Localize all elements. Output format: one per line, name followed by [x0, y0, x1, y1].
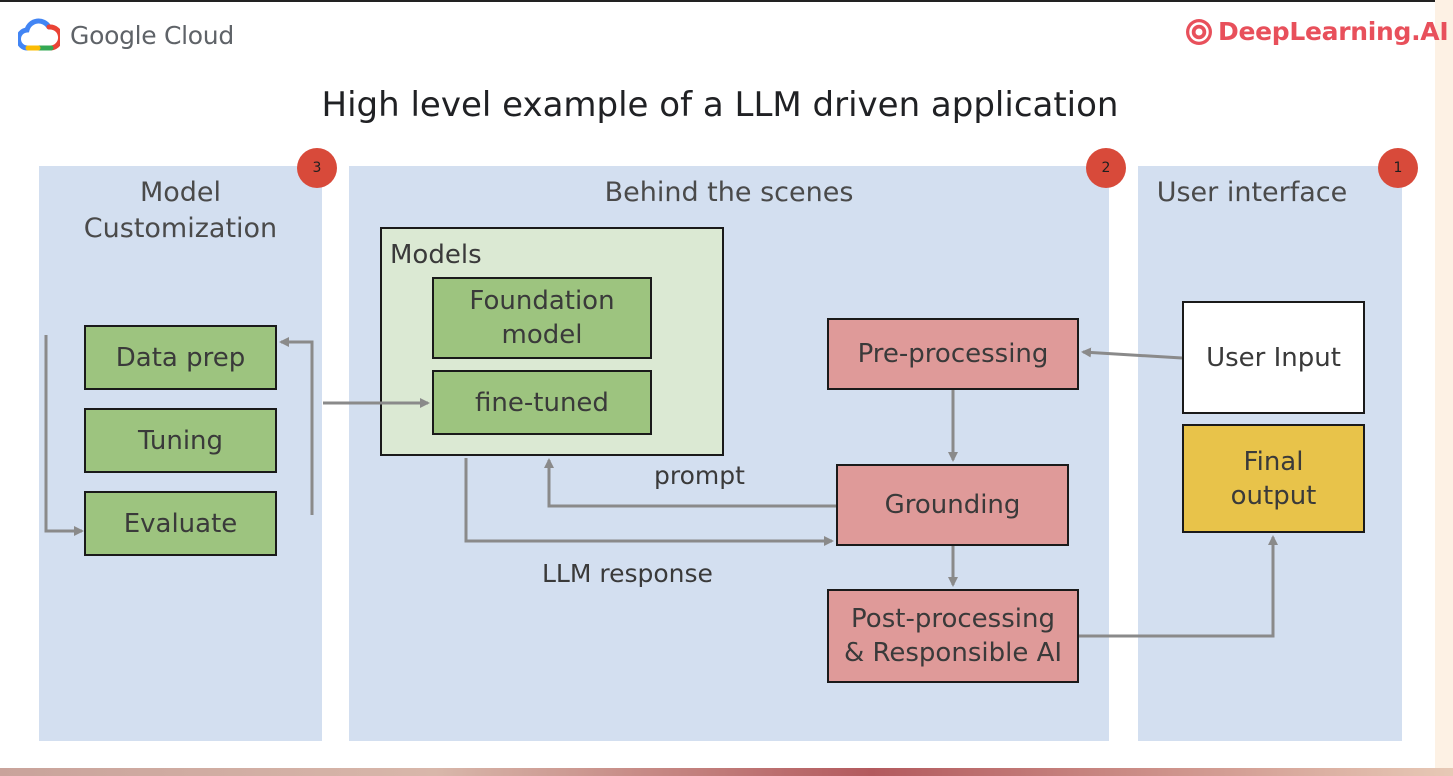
post-processing-line2: & Responsible AI — [843, 638, 1063, 668]
behind-step-badge: 2 — [1086, 148, 1126, 188]
bottom-accent-bar — [0, 768, 1453, 776]
llm-response-label: LLM response — [542, 559, 713, 588]
deeplearning-logo-text: DeepLearning.AI — [1218, 17, 1449, 46]
user-input-box: User Input — [1182, 301, 1365, 414]
customization-title-line1: Model — [139, 177, 222, 208]
data-prep-box: Data prep — [84, 325, 277, 390]
behind-the-scenes-title: Behind the scenes — [604, 177, 854, 208]
pre-processing-box: Pre-processing — [827, 318, 1079, 390]
foundation-model-line2: model — [501, 320, 583, 350]
top-border — [0, 0, 1435, 2]
google-cloud-logo-text: Google Cloud — [70, 21, 234, 50]
tuning-box: Tuning — [84, 408, 277, 473]
fine-tuned-box: fine-tuned — [432, 370, 652, 435]
ui-step-badge: 1 — [1378, 148, 1418, 188]
customization-step-badge: 3 — [297, 148, 337, 188]
foundation-model-line1: Foundation — [469, 286, 615, 316]
foundation-model-box: Foundation model — [432, 277, 652, 359]
post-processing-box: Post-processing & Responsible AI — [827, 589, 1079, 683]
post-processing-line1: Post-processing — [851, 604, 1055, 634]
google-cloud-icon — [18, 18, 60, 51]
evaluate-box: Evaluate — [84, 491, 277, 556]
prompt-label: prompt — [654, 461, 745, 490]
user-interface-title: User interface — [1156, 177, 1348, 208]
grounding-box: Grounding — [836, 464, 1069, 546]
models-label: Models — [390, 240, 482, 270]
deeplearning-logo-icon — [1186, 19, 1212, 45]
right-edge-strip — [1435, 0, 1453, 776]
page-title: High level example of a LLM driven appli… — [321, 85, 1119, 125]
final-output-line1: Final — [1243, 446, 1304, 477]
customization-title-line2: Customization — [83, 213, 278, 244]
final-output-line2: output — [1230, 480, 1317, 511]
final-output-box: Final output — [1182, 424, 1365, 533]
